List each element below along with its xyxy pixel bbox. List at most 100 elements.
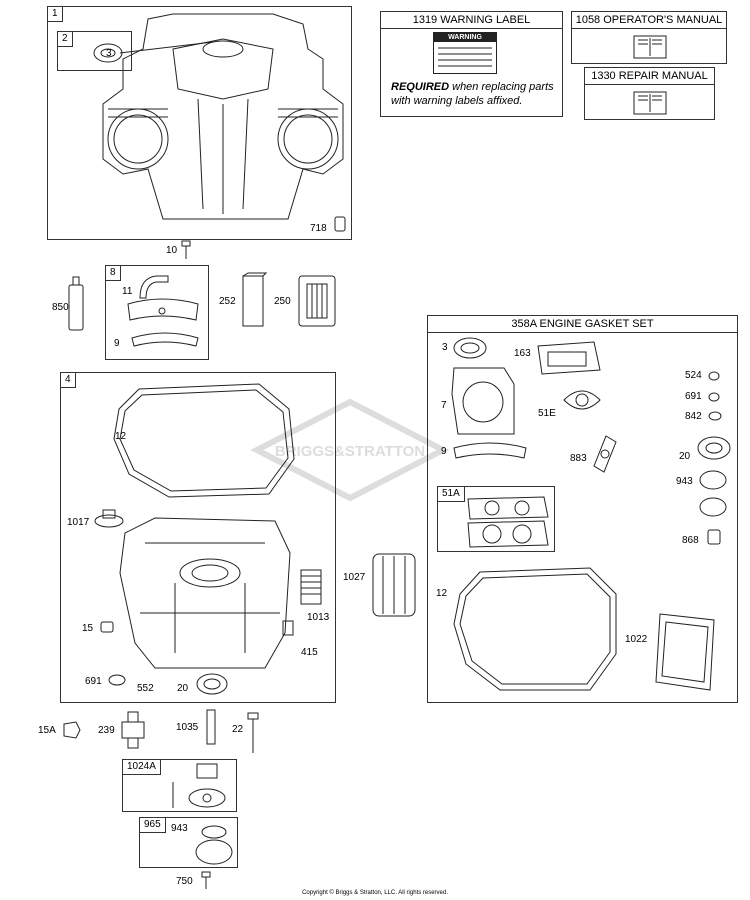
elbow-gasket-icon	[593, 435, 617, 473]
head-gasket-icon	[451, 367, 515, 435]
callout-label: 3	[442, 342, 448, 353]
callout-label: 9	[441, 446, 447, 457]
pump-cover-icon	[195, 825, 233, 865]
callout-label: 1013	[307, 612, 330, 623]
clip-icon	[708, 411, 722, 421]
callout-label: 842	[685, 411, 702, 422]
sump-assembly-box: 4 12 1017 1013 15 415 691 552 20	[60, 372, 336, 703]
breather-kit-box: 8 11 9	[105, 265, 209, 360]
governor-gear-icon	[94, 509, 124, 528]
book-icon	[633, 35, 667, 59]
callout-label: 1022	[625, 634, 648, 645]
callout-label: 250	[274, 296, 291, 307]
callout-label: 15A	[38, 725, 56, 736]
breather-gasket-icon	[131, 332, 199, 347]
callout-label: 691	[685, 391, 702, 402]
plug-icon	[707, 529, 721, 545]
oil-pump-cover-kit-box: 965 943	[139, 817, 238, 868]
required-word: REQUIRED	[391, 81, 450, 93]
cover-gasket-icon	[655, 613, 715, 691]
callout-label: 883	[570, 453, 587, 464]
callout-label: 524	[685, 370, 702, 381]
gasket-sub-box: 51A	[437, 486, 555, 552]
box-tag: 8	[105, 265, 121, 281]
fitting-icon	[282, 620, 294, 636]
head-gasket-pair-icon	[467, 496, 549, 548]
breather-cover-icon	[127, 298, 199, 321]
oil-seal-icon	[196, 673, 228, 695]
oil-pump-rotor-icon	[172, 763, 226, 808]
operators-manual-panel: 1058 OPERATOR'S MANUAL	[571, 11, 727, 64]
sump-housing-drawing	[119, 517, 291, 669]
leader-line	[119, 41, 214, 54]
panel-title: 358A ENGINE GASKET SET	[428, 316, 737, 333]
oil-filter-icon	[372, 553, 416, 617]
sump-gasket-drawing	[453, 567, 617, 691]
valve-cover-gasket-icon	[537, 341, 601, 375]
gasket-set-panel: 358A ENGINE GASKET SET 3 163 524 7 691 8…	[427, 315, 738, 703]
callout-label: 7	[441, 400, 447, 411]
callout-label: 415	[301, 647, 318, 658]
callout-label: 12	[436, 588, 448, 599]
pin-icon	[206, 709, 216, 745]
bolt-icon	[247, 712, 259, 753]
block-assembly-box: 1 2 3 718	[47, 6, 352, 240]
callout-label: 12	[115, 431, 127, 442]
oring-icon	[699, 497, 727, 517]
callout-label: 20	[679, 451, 691, 462]
callout-label: 239	[98, 725, 115, 736]
dipstick-tube-icon	[300, 569, 322, 605]
warning-lines	[438, 47, 492, 67]
book-icon	[633, 91, 667, 115]
callout-label: 943	[676, 476, 693, 487]
sump-gasket-drawing	[113, 383, 295, 498]
callout-label: 22	[232, 724, 244, 735]
callout-label: 850	[52, 302, 69, 313]
callout-label: 1035	[176, 722, 199, 733]
callout-label: 15	[82, 623, 94, 634]
panel-title: 1058 OPERATOR'S MANUAL	[572, 12, 726, 29]
callout-label: 1027	[343, 572, 366, 583]
plug-icon	[63, 721, 81, 739]
oil-seal-icon	[697, 436, 731, 460]
callout-label: 9	[114, 338, 120, 349]
callout-label: 750	[176, 876, 193, 887]
warning-label-panel: 1319 WARNING LABEL WARNING REQUIRED when…	[380, 11, 563, 117]
screen-filter-icon	[298, 275, 336, 327]
oil-pressure-switch-icon	[121, 711, 145, 749]
box-tag: 1024A	[122, 759, 161, 775]
warning-label-icon: WARNING	[433, 32, 497, 74]
breather-tube-icon	[139, 275, 169, 299]
sealant-tube-icon	[68, 276, 84, 331]
dowel-sleeve-icon	[334, 216, 346, 232]
screw-icon	[181, 240, 191, 259]
callout-label: 3	[106, 48, 112, 59]
callout-label: 718	[310, 223, 327, 234]
oring-icon	[699, 470, 727, 490]
plug-icon	[100, 621, 114, 633]
callout-label: 51E	[538, 408, 556, 419]
box-tag: 2	[57, 31, 73, 47]
foam-filter-icon	[242, 272, 268, 327]
callout-label: 11	[122, 286, 133, 297]
warning-label-heading: WARNING	[434, 33, 496, 42]
oil-pump-kit-box: 1024A	[122, 759, 237, 812]
callout-label: 552	[137, 683, 154, 694]
callout-label: 943	[171, 823, 188, 834]
panel-title: 1319 WARNING LABEL	[381, 12, 562, 29]
watermark-text: BRIGGS&STRATTON	[275, 443, 425, 460]
screw-icon	[201, 871, 211, 889]
box-tag: 965	[139, 817, 166, 833]
callout-label: 868	[682, 535, 699, 546]
callout-label: 1017	[67, 517, 90, 528]
washer-icon	[708, 371, 720, 381]
box-tag: 4	[60, 372, 76, 388]
copyright-footer: Copyright © Briggs & Stratton, LLC. All …	[302, 890, 448, 896]
callout-label: 252	[219, 296, 236, 307]
oring-icon	[708, 392, 720, 402]
box-tag: 1	[47, 6, 63, 22]
oring-icon	[108, 674, 126, 686]
breather-gasket-icon	[453, 442, 527, 459]
required-note: REQUIRED when replacing parts with warni…	[391, 80, 559, 108]
cylinder-block-drawing	[102, 13, 344, 220]
